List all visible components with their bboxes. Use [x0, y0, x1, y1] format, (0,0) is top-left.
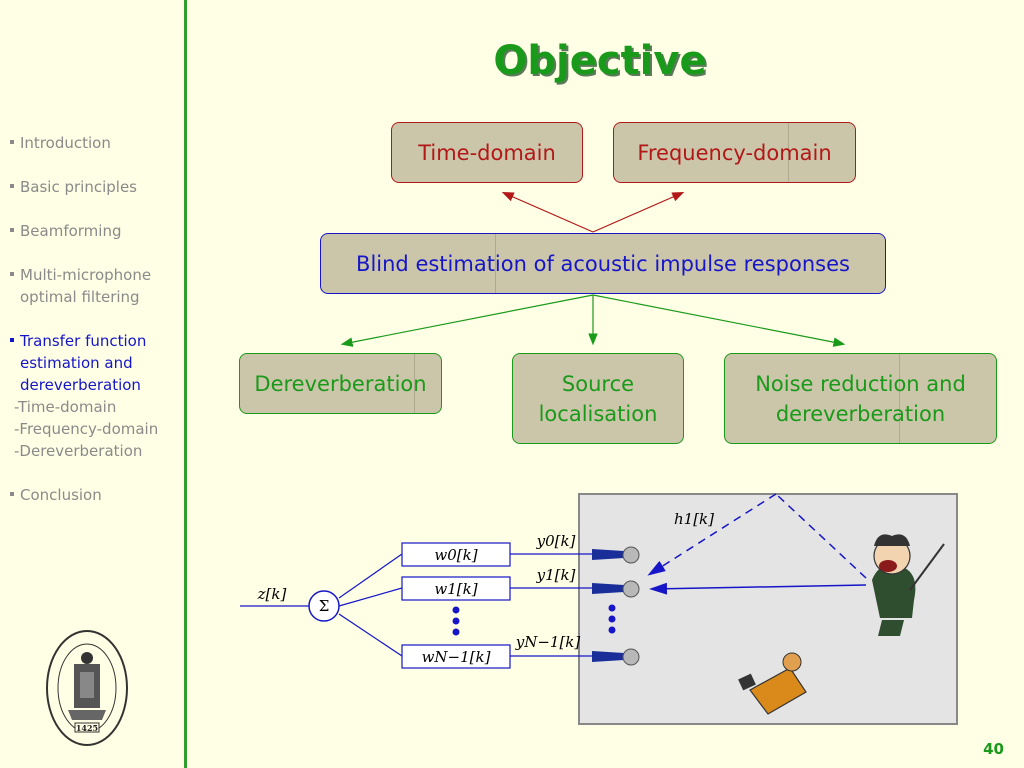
bullet-icon [10, 140, 14, 144]
nav-item-conclusion[interactable]: Conclusion [10, 484, 186, 506]
bullet-icon [10, 492, 14, 496]
microphone-icon [592, 546, 640, 564]
bullet-icon [10, 184, 14, 188]
reflection-path [775, 493, 867, 579]
sidebar: Introduction Basic principles Beamformin… [0, 0, 184, 768]
nav-item-basic-principles[interactable]: Basic principles [10, 176, 186, 198]
arrow-to-time-domain [501, 192, 594, 233]
arrow-to-dereverberation [340, 294, 594, 347]
nav-subitem-dereverberation[interactable]: -Dereverberation [14, 442, 143, 460]
direct-path-arrow [649, 582, 867, 595]
signal-y1-label: y1[k] [536, 566, 576, 584]
box-separator [899, 354, 900, 443]
nav-item-introduction[interactable]: Introduction [10, 132, 186, 154]
box-separator [414, 354, 415, 413]
dereverberation-box: Dereverberation [239, 353, 442, 414]
filter-w1-label: w1[k] [434, 580, 477, 598]
page-title: Objective [493, 38, 707, 84]
sidebar-nav: Introduction Basic principles Beamformin… [10, 132, 186, 528]
frequency-domain-box: Frequency-domain [613, 122, 856, 183]
filter-wN-label: wN−1[k] [422, 648, 491, 666]
time-domain-box: Time-domain [391, 122, 583, 183]
signal-y0-label: y0[k] [536, 532, 576, 550]
arrow-to-noise-reduction [592, 294, 846, 347]
page-number: 40 [983, 740, 1004, 758]
noise-reduction-box: Noise reduction and dereverberation [724, 353, 997, 444]
source-localisation-box: Source localisation [512, 353, 684, 444]
nav-subitem-time-domain[interactable]: -Time-domain [14, 398, 117, 416]
impulse-response-h1-label: h1[k] [674, 510, 714, 528]
university-seal-logo: 1425 [46, 630, 128, 746]
box-separator [495, 234, 496, 293]
bullet-icon [10, 272, 14, 276]
microphone-icon [592, 648, 640, 666]
filter-w0-label: w0[k] [434, 546, 477, 564]
noise-source-projector-icon [738, 652, 807, 715]
signal-yN-label: yN−1[k] [515, 633, 581, 651]
seal-year: 1425 [76, 723, 98, 733]
bullet-icon [10, 228, 14, 232]
nav-subitem-frequency-domain[interactable]: -Frequency-domain [14, 420, 159, 438]
output-z-label: z[k] [257, 585, 287, 603]
nav-item-transfer-function[interactable]: Transfer function estimation and derever… [10, 330, 180, 396]
box-separator [788, 123, 789, 182]
nav-item-beamforming[interactable]: Beamforming [10, 220, 186, 242]
microphone-icon [592, 580, 640, 598]
reflection-path-arrow [647, 493, 777, 576]
arrow-to-frequency-domain [592, 192, 685, 233]
sidebar-divider [184, 0, 187, 768]
speaker-person-icon [872, 534, 945, 636]
bullet-icon [10, 338, 14, 342]
blind-estimation-box: Blind estimation of acoustic impulse res… [320, 233, 886, 294]
nav-item-multi-microphone[interactable]: Multi-microphone optimal filtering [10, 264, 180, 308]
sum-symbol: Σ [319, 597, 330, 615]
